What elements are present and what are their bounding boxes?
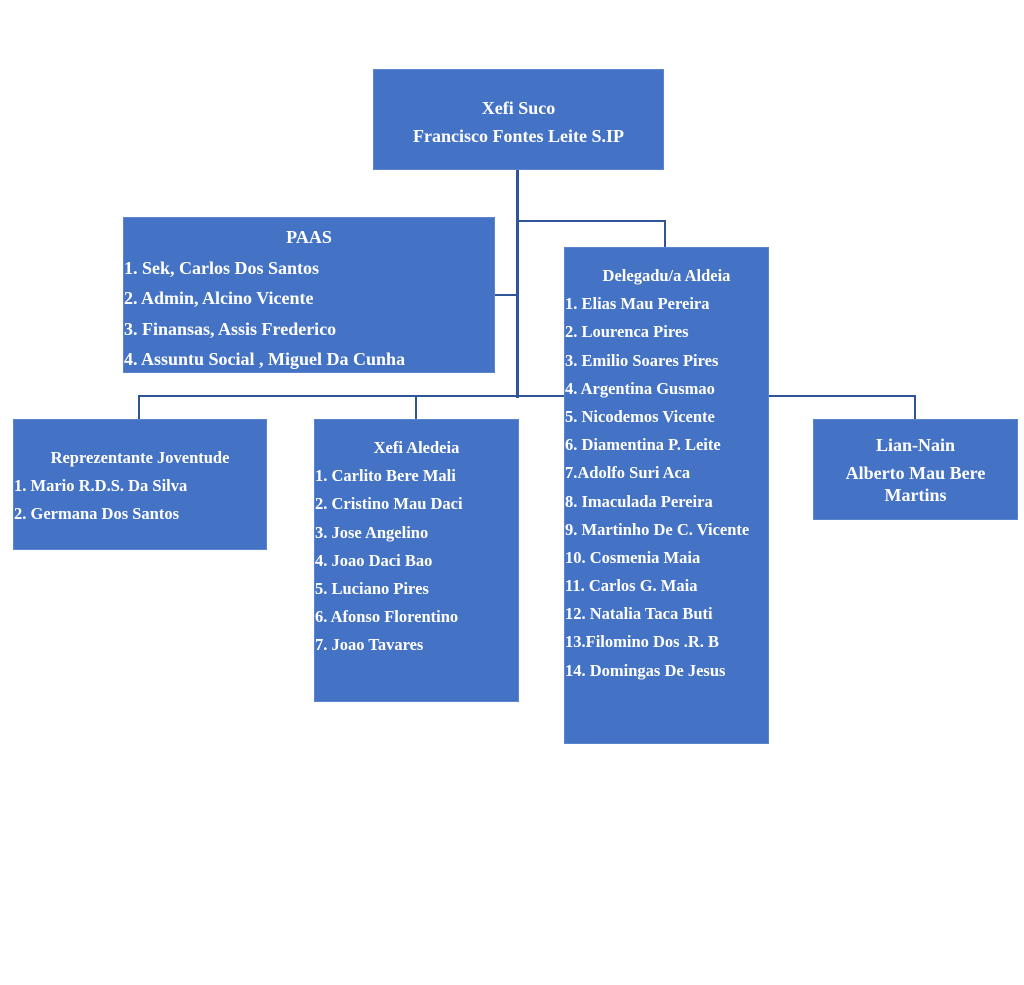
delegadu-title: Delegadu/a Aldeia bbox=[602, 266, 731, 285]
connector bbox=[517, 220, 666, 222]
list-item: 9. Martinho De C. Vicente bbox=[565, 519, 750, 539]
list-item: 3. Finansas, Assis Frederico bbox=[124, 318, 337, 339]
list-item: 12. Natalia Taca Buti bbox=[565, 604, 713, 624]
connector bbox=[138, 395, 140, 419]
list-item: 5. Nicodemos Vicente bbox=[565, 407, 715, 427]
connector bbox=[494, 294, 517, 296]
list-item: 4. Joao Daci Bao bbox=[315, 550, 433, 570]
liannain-name: Alberto Mau Bere Martins bbox=[845, 463, 986, 505]
list-item: 1. Sek, Carlos Dos Santos bbox=[124, 257, 320, 278]
aldeia-title: Xefi Aledeia bbox=[373, 438, 460, 457]
list-item: 14. Domingas De Jesus bbox=[565, 660, 726, 680]
connector bbox=[914, 395, 916, 419]
connector bbox=[664, 220, 666, 247]
list-item: 2. Cristino Mau Daci bbox=[315, 494, 463, 514]
list-item: 4. Argentina Gusmao bbox=[565, 378, 715, 398]
joventude-box: Reprezentante Joventude 1. Mario R.D.S. … bbox=[13, 419, 267, 550]
connector bbox=[139, 395, 916, 397]
list-item: 8. Imaculada Pereira bbox=[565, 491, 713, 511]
list-item: 6. Diamentina P. Leite bbox=[565, 435, 721, 455]
list-item: 7.Adolfo Suri Aca bbox=[565, 463, 691, 483]
liannain-title: Lian-Nain bbox=[875, 435, 956, 455]
paas-box: PAAS 1. Sek, Carlos Dos Santos 2. Admin,… bbox=[123, 217, 495, 373]
list-item: 2. Germana Dos Santos bbox=[14, 504, 180, 523]
head-box: Xefi Suco Francisco Fontes Leite S.IP bbox=[373, 69, 664, 170]
connector bbox=[415, 395, 417, 419]
list-item: 7. Joao Tavares bbox=[315, 635, 424, 655]
list-item: 3. Emilio Soares Pires bbox=[565, 350, 719, 370]
list-item: 10. Cosmenia Maia bbox=[565, 547, 701, 567]
list-item: 1. Mario R.D.S. Da Silva bbox=[14, 476, 188, 495]
list-item: 2. Lourenca Pires bbox=[565, 322, 689, 342]
connector bbox=[516, 170, 519, 398]
list-item: 1. Elias Mau Pereira bbox=[565, 294, 710, 314]
list-item: 4. Assuntu Social , Miguel Da Cunha bbox=[124, 349, 406, 369]
list-item: 3. Jose Angelino bbox=[315, 522, 429, 542]
list-item: 5. Luciano Pires bbox=[315, 579, 429, 599]
head-title: Xefi Suco bbox=[481, 98, 556, 118]
paas-title: PAAS bbox=[286, 227, 332, 247]
liannain-box: Lian-Nain Alberto Mau Bere Martins bbox=[813, 419, 1018, 520]
joventude-title: Reprezentante Joventude bbox=[50, 448, 230, 467]
aldeia-box: Xefi Aledeia 1. Carlito Bere Mali 2. Cri… bbox=[314, 419, 519, 702]
head-name: Francisco Fontes Leite S.IP bbox=[413, 126, 624, 146]
list-item: 6. Afonso Florentino bbox=[315, 607, 459, 627]
list-item: 2. Admin, Alcino Vicente bbox=[124, 288, 314, 308]
delegadu-box: Delegadu/a Aldeia 1. Elias Mau Pereira 2… bbox=[564, 247, 769, 744]
list-item: 1. Carlito Bere Mali bbox=[315, 466, 456, 486]
list-item: 11. Carlos G. Maia bbox=[565, 576, 698, 596]
list-item: 13.Filomino Dos .R. B bbox=[565, 632, 720, 652]
